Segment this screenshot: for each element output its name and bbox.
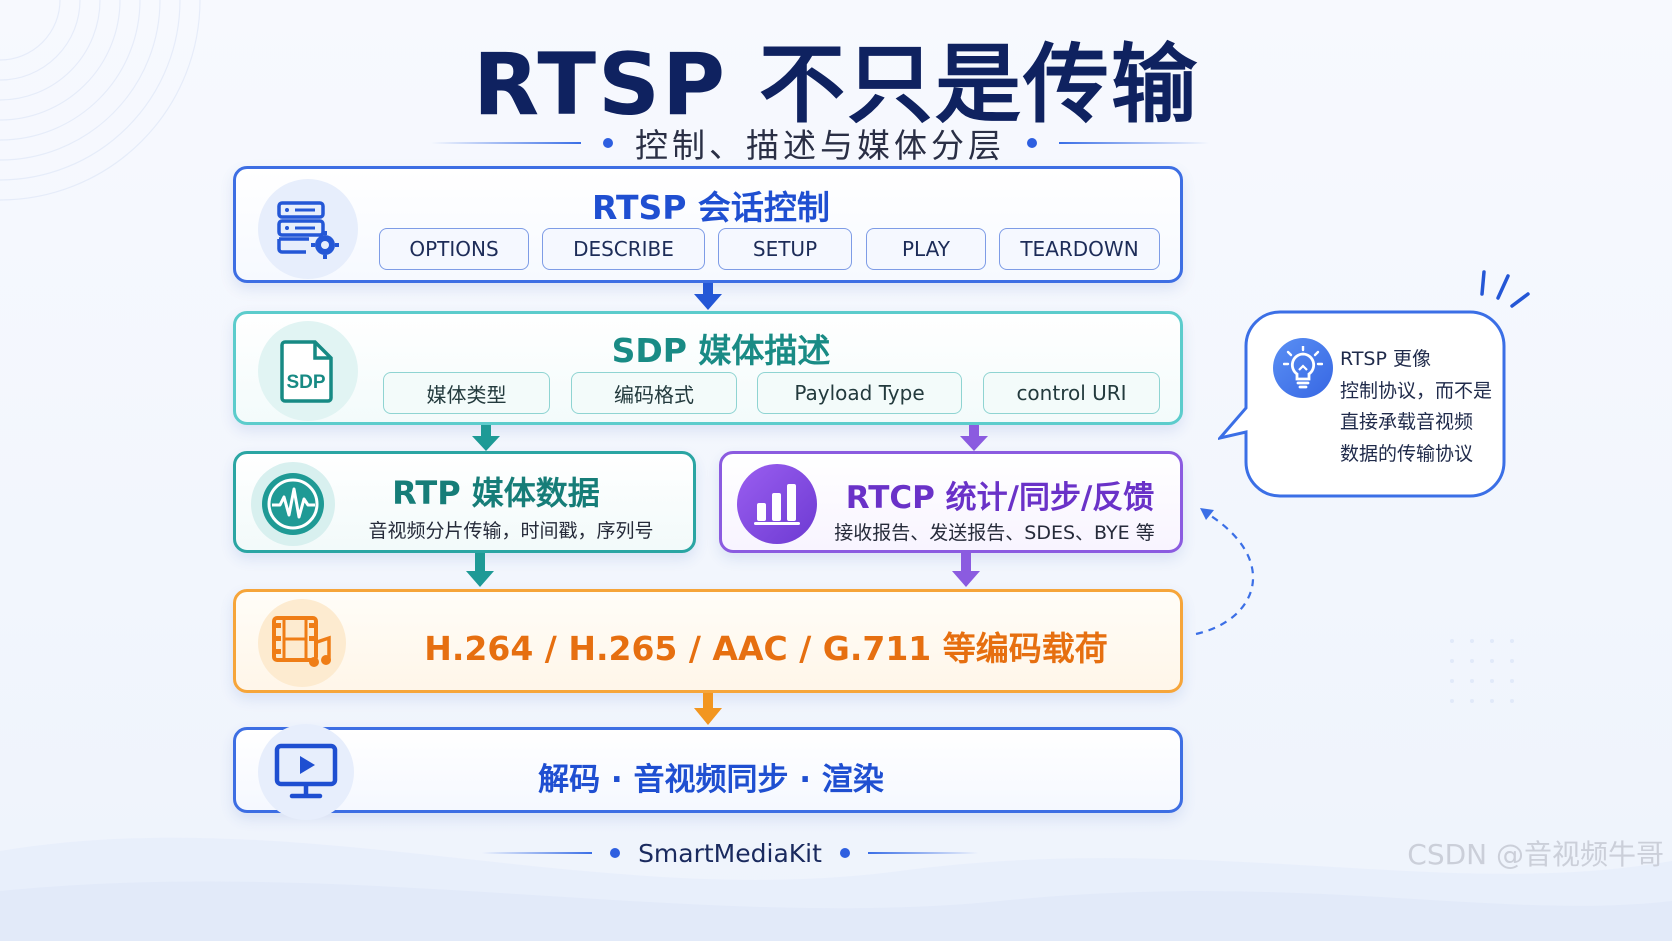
server-gear-icon (258, 179, 358, 279)
film-music-icon (258, 599, 346, 687)
sdp-item-codec-format: 编码格式 (571, 372, 737, 414)
footer-brand: SmartMediaKit (638, 838, 822, 868)
waveform-icon (251, 462, 335, 546)
rtcp-stats-sync-feedback-box: RTCP 统计/同步/反馈 接收报告、发送报告、SDES、BYE 等 (719, 451, 1183, 553)
subtitle-row: 控制、描述与媒体分层 (420, 118, 1220, 168)
feedback-dashed-arrow (1195, 508, 1254, 636)
background-dots (1450, 639, 1514, 703)
rtcp-description: 接收报告、发送报告、SDES、BYE 等 (834, 522, 1155, 544)
arrow-down-icon (472, 425, 500, 451)
callout-line: 数据的传输协议 (1340, 442, 1474, 465)
codec-payload-box: H.264 / H.265 / AAC / G.711 等编码载荷 (233, 589, 1183, 693)
decode-sync-render-box: 解码 · 音视频同步 · 渲染 (233, 724, 1183, 820)
rtp-title: RTP 媒体数据 (392, 474, 600, 512)
rtp-media-data-box: RTP 媒体数据 音视频分片传输，时间戳，序列号 (233, 451, 696, 553)
method-teardown: TEARDOWN (999, 228, 1160, 270)
arrow-down-icon (694, 693, 722, 725)
sparkle-lines (1480, 270, 1530, 308)
method-setup: SETUP (718, 228, 852, 270)
codec-title: H.264 / H.265 / AAC / G.711 等编码载荷 (424, 629, 1108, 668)
bar-chart-icon (737, 464, 817, 544)
divider-line (431, 142, 581, 144)
callout-line: 控制协议，而不是 (1340, 379, 1493, 402)
method-options: OPTIONS (379, 228, 529, 270)
method-describe: DESCRIBE (542, 228, 705, 270)
callout-note: RTSP 更像 控制协议，而不是 直接承载音视频 数据的传输协议 (1218, 270, 1530, 498)
arrow-down-icon (952, 553, 980, 587)
lightbulb-icon (1273, 338, 1333, 398)
page-subtitle: 控制、描述与媒体分层 (635, 126, 1005, 165)
rtp-description: 音视频分片传输，时间戳，序列号 (368, 520, 654, 542)
rtcp-title: RTCP 统计/同步/反馈 (845, 480, 1155, 516)
sdp-item-payload-type: Payload Type (757, 372, 962, 414)
callout-line: RTSP 更像 (1340, 348, 1431, 370)
divider-line (482, 852, 593, 854)
arrow-down-icon (960, 425, 988, 451)
arrow-down-icon (466, 553, 494, 587)
sdp-item-control-uri: control URI (983, 372, 1160, 414)
sdp-file-icon: SDP (258, 321, 358, 421)
sdp-item-media-type: 媒体类型 (383, 372, 550, 414)
divider-dot (610, 848, 621, 858)
divider-dot (1027, 138, 1037, 148)
callout-text: RTSP 更像 控制协议，而不是 直接承载音视频 数据的传输协议 (1340, 344, 1510, 470)
method-play: PLAY (866, 228, 986, 270)
rtsp-title: RTSP 会话控制 (592, 188, 830, 227)
divider-line (1059, 142, 1209, 144)
background-wave (0, 837, 1672, 941)
watermark: CSDN @音视频牛哥 (1407, 838, 1664, 871)
arrow-down-icon (694, 283, 722, 310)
monitor-play-icon (258, 724, 354, 820)
divider-dot (603, 138, 613, 148)
svg-text:SDP: SDP (286, 372, 325, 393)
divider-line (867, 852, 978, 854)
rtsp-session-control-box: RTSP 会话控制 OPTIONS DESCRIBE SETUP PLAY TE… (233, 166, 1183, 283)
callout-line: 直接承载音视频 (1340, 411, 1474, 433)
footer: SmartMediaKit (470, 828, 990, 878)
sdp-title: SDP 媒体描述 (611, 331, 831, 370)
render-title: 解码 · 音视频同步 · 渲染 (538, 762, 884, 798)
divider-dot (839, 848, 850, 858)
sdp-media-description-box: SDP SDP 媒体描述 媒体类型 编码格式 Payload Type cont… (233, 311, 1183, 425)
page-title: RTSP 不只是传输 (473, 35, 1199, 135)
